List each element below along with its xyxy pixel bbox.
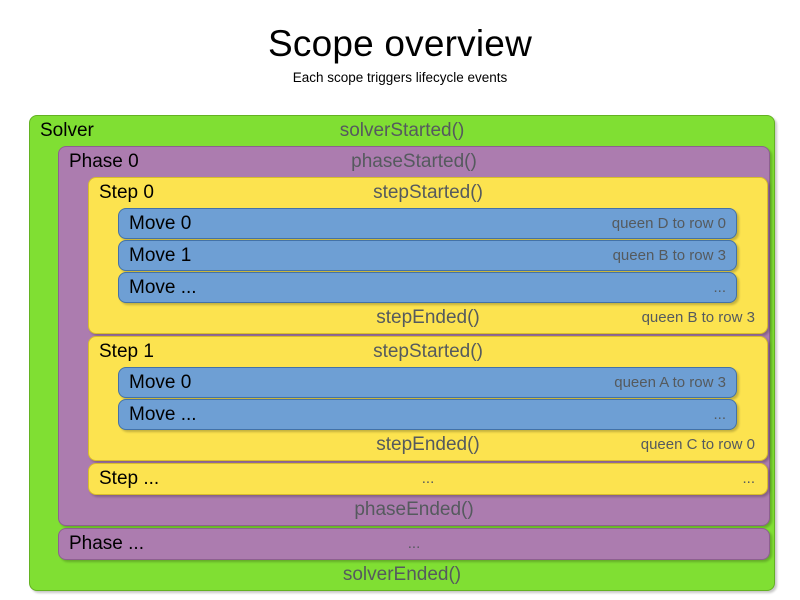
step-ended-detail: queen B to row 3 xyxy=(641,309,755,326)
step-scope-box[interactable]: Step 0 stepStarted() Move 0 queen D to r… xyxy=(88,177,768,334)
page-subtitle: Each scope triggers lifecycle events xyxy=(292,70,508,85)
phase-started-event: phaseStarted() xyxy=(351,151,477,172)
step-started-event: stepStarted() xyxy=(373,341,483,362)
solver-header-row: Solver solverStarted() xyxy=(30,116,774,146)
step-started-event: stepStarted() xyxy=(373,182,483,203)
move-detail: queen D to row 0 xyxy=(611,215,726,232)
phase-scope-box[interactable]: Phase 0 phaseStarted() Step 0 stepStarte… xyxy=(58,146,770,526)
solver-label: Solver xyxy=(40,120,94,141)
step-started-event: ... xyxy=(421,470,435,487)
step-label: Step 0 xyxy=(99,182,154,203)
phase-label: Phase ... xyxy=(69,533,144,554)
step-footer-row: stepEnded() queen B to row 3 xyxy=(89,303,767,333)
move-label: Move 0 xyxy=(129,213,192,234)
step-ended-event: stepEnded() xyxy=(376,307,480,328)
move-scope-box[interactable]: Move 1 queen B to row 3 xyxy=(118,240,737,271)
step-ended-detail: ... xyxy=(742,470,755,487)
move-label: Move ... xyxy=(129,404,197,425)
solver-ended-event: solverEnded() xyxy=(342,564,462,585)
step-scope-box-ellipsis[interactable]: Step ... ... ... xyxy=(88,463,768,495)
move-label: Move 0 xyxy=(129,372,192,393)
step-footer-row: stepEnded() queen C to row 0 xyxy=(89,430,767,460)
move-scope-box[interactable]: Move 0 queen A to row 3 xyxy=(118,367,737,398)
move-row: Move 0 queen D to row 0 xyxy=(119,209,736,238)
move-detail: ... xyxy=(713,279,726,296)
step-header-row: Step 1 stepStarted() xyxy=(89,337,767,367)
move-detail: ... xyxy=(713,406,726,423)
move-label: Move ... xyxy=(129,277,197,298)
move-row: Move ... ... xyxy=(119,400,736,429)
phase-started-event: ... xyxy=(407,535,421,552)
move-row: Move 1 queen B to row 3 xyxy=(119,241,736,270)
phase-scope-box-ellipsis[interactable]: Phase ... ... xyxy=(58,528,770,560)
move-row: Move 0 queen A to row 3 xyxy=(119,368,736,397)
phase-ellipsis-row: Phase ... ... xyxy=(59,529,769,559)
step-ended-event: stepEnded() xyxy=(376,434,480,455)
move-detail: queen A to row 3 xyxy=(614,374,726,391)
move-row: Move ... ... xyxy=(119,273,736,302)
step-label: Step 1 xyxy=(99,341,154,362)
solver-footer-row: solverEnded() xyxy=(30,560,774,590)
move-scope-box[interactable]: Move ... ... xyxy=(118,272,737,303)
step-ellipsis-row: Step ... ... ... xyxy=(89,464,767,494)
page-title: Scope overview xyxy=(268,23,532,64)
phase-header-row: Phase 0 phaseStarted() xyxy=(59,147,769,177)
move-label: Move 1 xyxy=(129,245,192,266)
phase-label: Phase 0 xyxy=(69,151,139,172)
solver-started-event: solverStarted() xyxy=(339,120,465,141)
scope-overview-diagram: Solver solverStarted() Phase 0 phaseStar… xyxy=(29,115,775,591)
phase-footer-row: phaseEnded() xyxy=(59,495,769,525)
step-scope-box[interactable]: Step 1 stepStarted() Move 0 queen A to r… xyxy=(88,336,768,461)
step-header-row: Step 0 stepStarted() xyxy=(89,178,767,208)
phase-ended-event: phaseEnded() xyxy=(354,499,474,520)
move-detail: queen B to row 3 xyxy=(612,247,726,264)
move-scope-box[interactable]: Move 0 queen D to row 0 xyxy=(118,208,737,239)
move-scope-box[interactable]: Move ... ... xyxy=(118,399,737,430)
page-header: Scope overview Each scope triggers lifec… xyxy=(0,0,800,87)
step-label: Step ... xyxy=(99,468,160,489)
solver-scope-box[interactable]: Solver solverStarted() Phase 0 phaseStar… xyxy=(29,115,775,591)
step-ended-detail: queen C to row 0 xyxy=(640,436,755,453)
